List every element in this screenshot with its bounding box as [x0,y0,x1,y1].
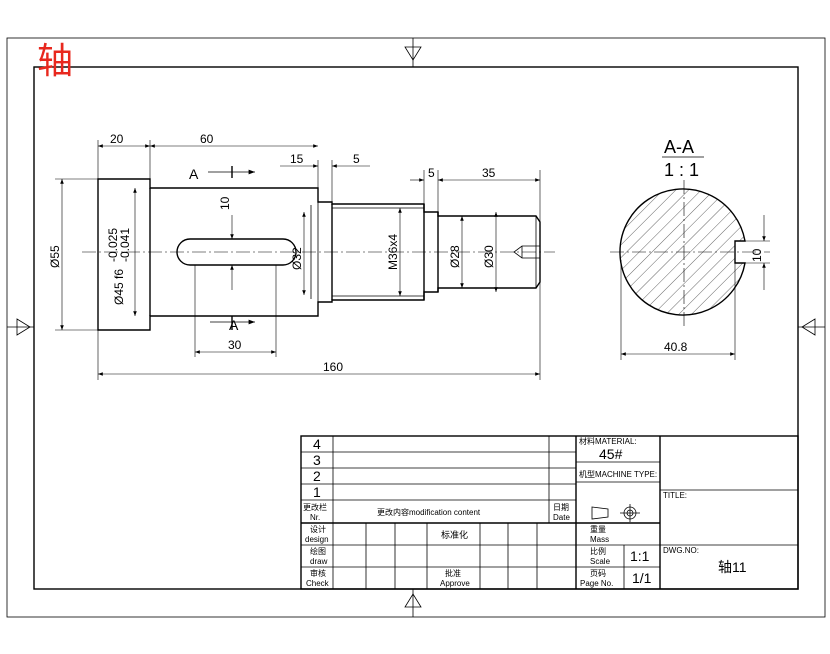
standard-label: 标准化 [441,529,468,540]
dim-10-keyway: 10 [218,196,232,210]
main-view-dimensions: 20 60 15 5 5 35 160 30 Ø55 Ø45 f6 -0.025… [48,132,541,380]
section-marker-top: A [189,166,199,182]
mass-label-en: Mass [590,535,609,544]
dim-5b: 5 [428,166,435,180]
dim-20: 20 [110,132,124,146]
date-label-en: Date [553,513,570,522]
draw-label-en: draw [310,557,328,566]
mass-label: 重量 [590,524,606,534]
approve-label-en: Approve [440,579,470,588]
dim-phi32: Ø32 [290,247,304,270]
design-label-en: design [305,535,329,544]
material-value: 45# [599,446,623,462]
material-label: 材料MATERIAL: [579,436,637,446]
title-label: TITLE: [663,491,687,500]
row-3: 3 [313,452,321,468]
date-label: 日期 [553,503,569,512]
logo-text: 轴 [37,41,73,82]
dim-15: 15 [290,152,304,166]
dim-30: 30 [228,338,242,352]
change-no-label: 更改栏 [303,502,327,512]
section-scale: 1 : 1 [664,160,699,180]
change-content-label: 更改内容modification content [377,507,481,517]
dim-phi45: Ø45 f6 [112,269,126,305]
check-label: 审核 [310,568,326,578]
page-label-en: Page No. [580,579,613,588]
scale-value: 1:1 [630,548,650,564]
scale-label: 比例 [590,546,606,556]
dim-35: 35 [482,166,496,180]
section-title: A-A [664,137,694,157]
approve-label: 批准 [445,568,461,578]
centering-marks [7,38,825,617]
dim-10-section: 10 [750,248,764,262]
dim-60: 60 [200,132,214,146]
dim-tol-upper: -0.025 [106,228,120,262]
dim-40-8: 40.8 [664,340,688,354]
row-2: 2 [313,468,321,484]
dwg-label: DWG.NO: [663,546,699,555]
outer-frame [6,37,826,618]
dwg-no-value: 轴11 [718,559,747,575]
draw-label: 绘图 [310,546,326,556]
page-value: 1/1 [632,570,652,586]
title-block: 4 3 2 1 更改栏 Nr. 更改内容modification content… [300,435,799,590]
change-no-label-en: Nr. [310,513,320,522]
design-label: 设计 [310,524,326,534]
dim-m36x4: M36x4 [386,234,400,270]
dim-phi55: Ø55 [48,245,62,268]
row-4: 4 [313,436,321,452]
check-label-en: Check [306,579,330,588]
dim-5a: 5 [353,152,360,166]
dim-phi30: Ø30 [482,245,496,268]
dim-160: 160 [323,360,343,374]
row-1: 1 [313,484,321,500]
machine-type-label: 机型MACHINE TYPE: [579,469,657,479]
dim-phi28: Ø28 [448,245,462,268]
page-label: 页码 [590,569,606,578]
section-marker-bottom: A [229,317,239,333]
section-view-aa: A-A 1 : 1 10 40.8 [610,137,770,360]
projection-symbol-icon [591,504,640,522]
scale-label-en: Scale [590,557,611,566]
dim-tol-lower: -0.041 [118,228,132,262]
